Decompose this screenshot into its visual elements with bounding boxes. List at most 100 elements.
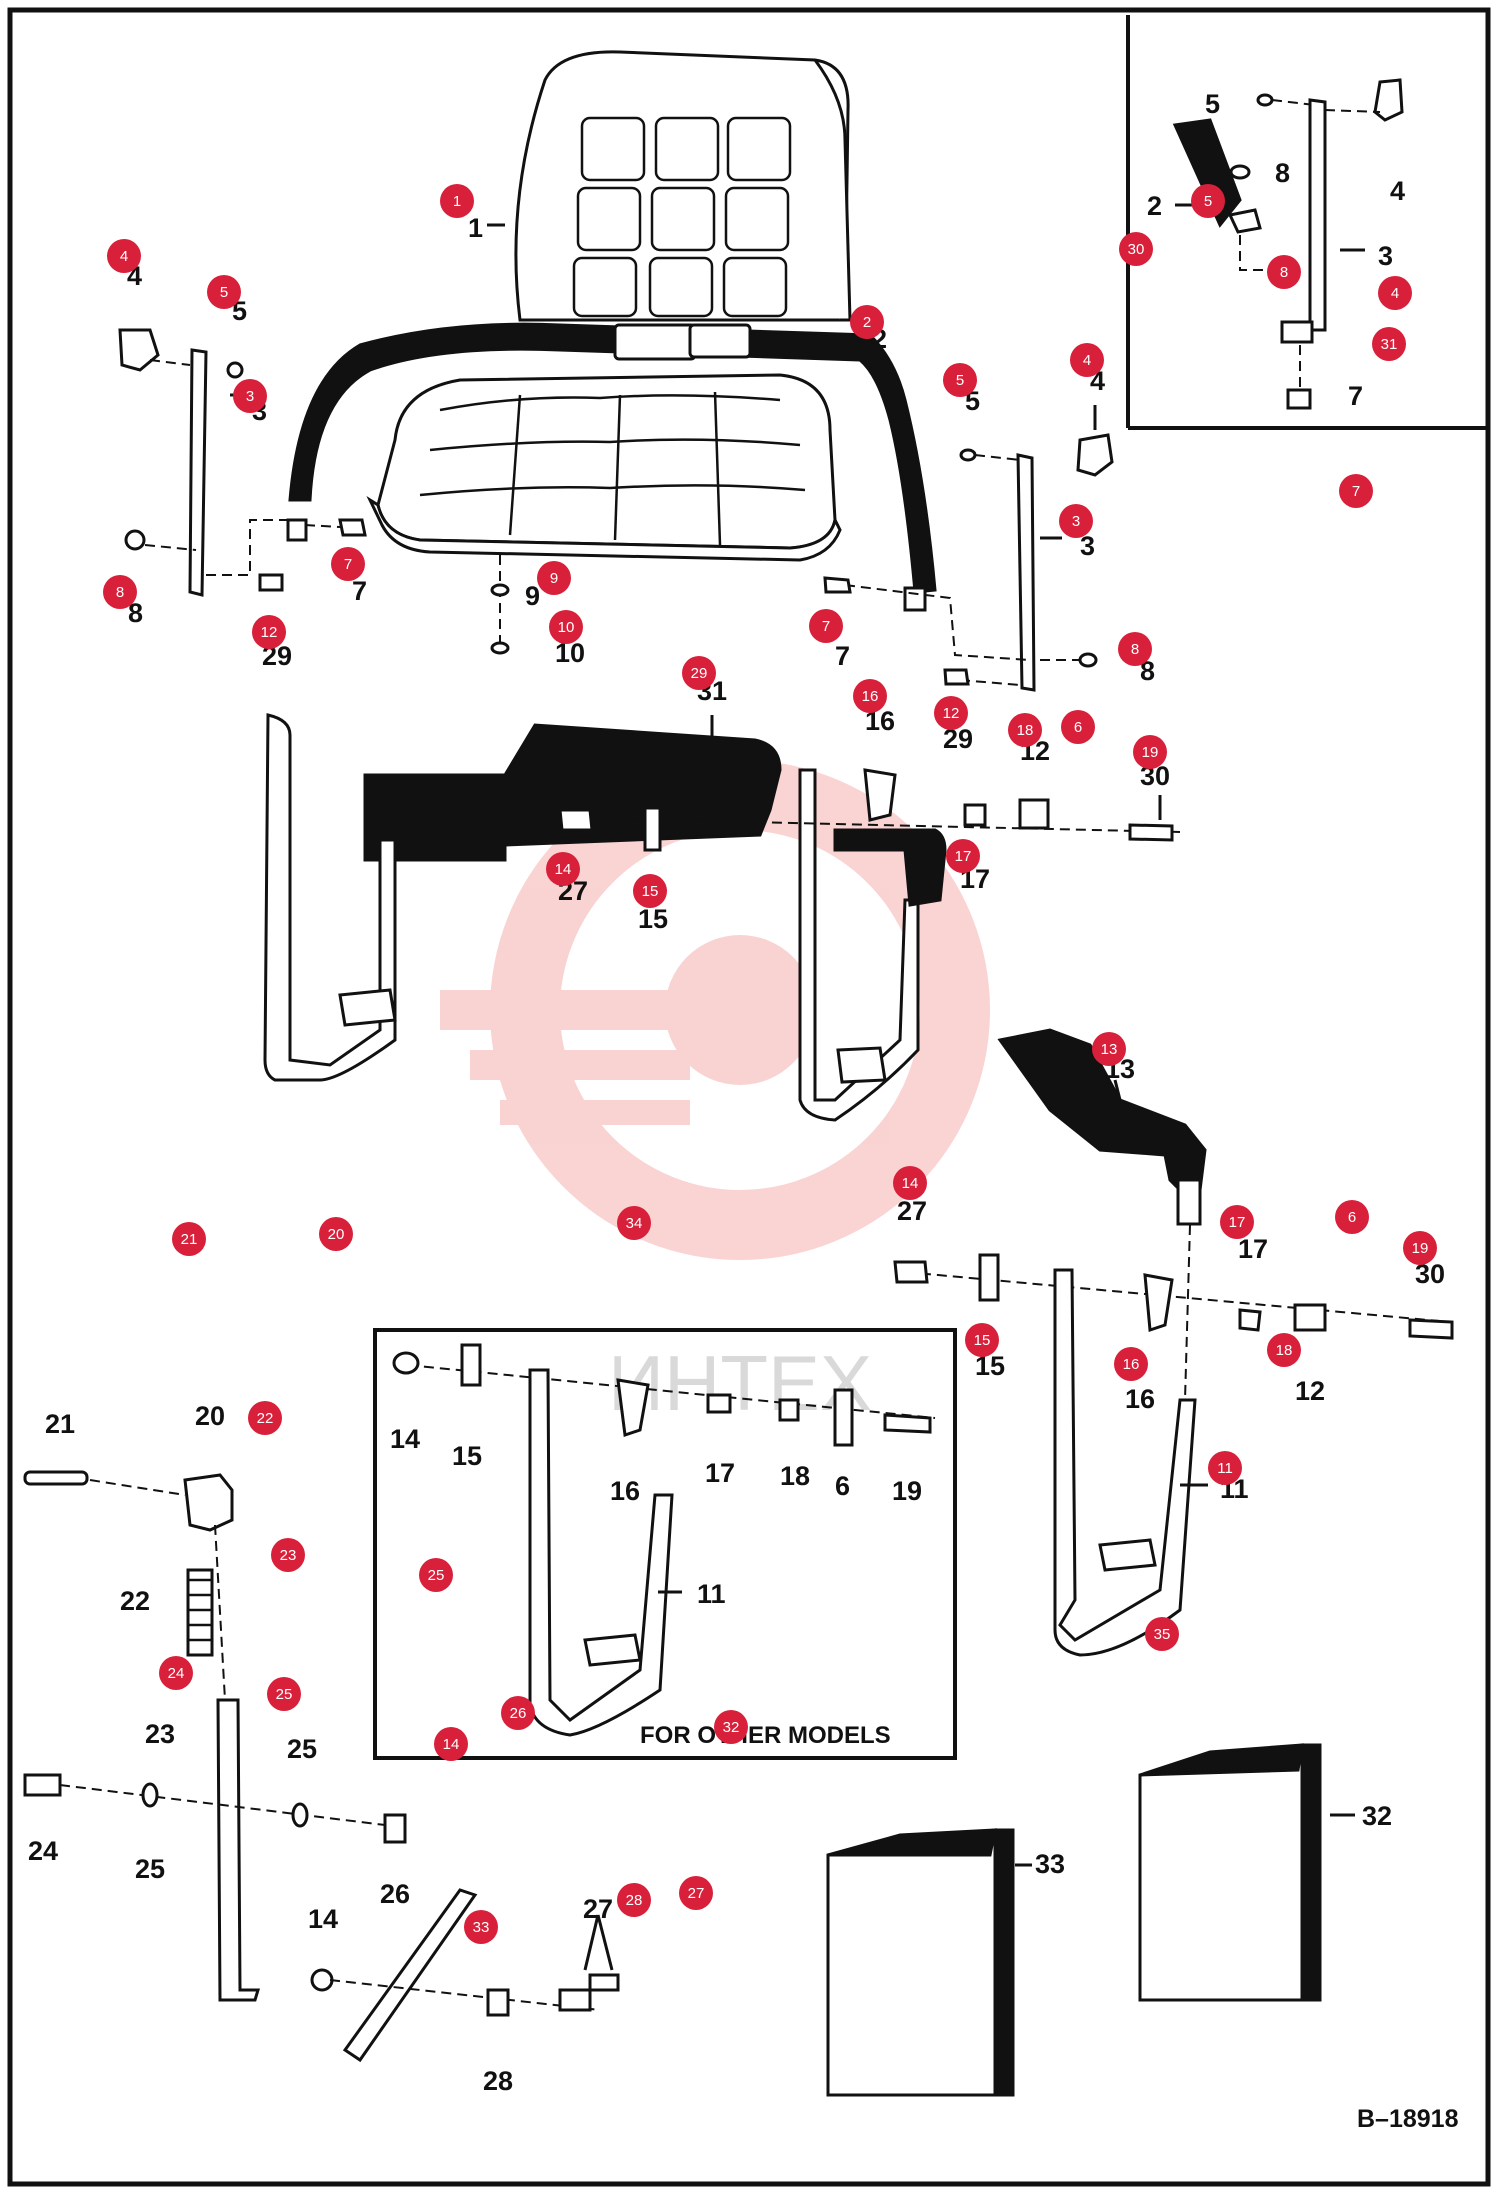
part-label: 18 [780,1461,810,1491]
callout-marker: 11 [1208,1451,1242,1485]
callout-marker: 25 [267,1677,301,1711]
seat-bar-lower [893,1028,1454,1657]
svg-text:6: 6 [1074,719,1082,736]
part-label: 9 [525,581,540,611]
callout-marker: 7 [1339,474,1373,508]
part-label: 15 [638,904,668,934]
svg-text:12: 12 [943,705,960,722]
callout-marker: 17 [946,839,980,873]
part-label: 7 [352,576,367,606]
watermark-text: ИНТЕХ [608,1339,872,1427]
drawing-code: B–18918 [1357,2105,1459,2133]
svg-text:7: 7 [822,618,830,635]
svg-text:1: 1 [453,193,461,210]
callout-marker: 31 [1372,327,1406,361]
part-label: 26 [380,1879,410,1909]
part-label: 17 [1238,1234,1268,1264]
part-label: 32 [1362,1801,1392,1831]
svg-text:4: 4 [1391,285,1399,302]
part-label: 1 [468,213,483,243]
svg-text:6: 6 [1348,1209,1356,1226]
svg-text:19: 19 [1142,744,1159,761]
part-label: 3 [1080,531,1095,561]
part-label: 16 [1125,1384,1155,1414]
svg-text:8: 8 [1131,641,1139,658]
lower-left-hardware [23,1470,620,2063]
svg-text:20: 20 [328,1226,345,1243]
svg-text:13: 13 [1101,1041,1118,1058]
svg-text:3: 3 [1072,513,1080,530]
watermark-logo [440,760,990,1260]
svg-text:5: 5 [1204,193,1212,210]
callout-marker: 19 [1403,1231,1437,1265]
svg-text:16: 16 [1123,1356,1140,1373]
svg-text:16: 16 [862,688,879,705]
part-label: 14 [390,1424,420,1454]
svg-text:18: 18 [1276,1342,1293,1359]
part-label: 7 [1348,381,1363,411]
part-label: 23 [145,1719,175,1749]
svg-text:10: 10 [558,619,575,636]
callout-marker: 13 [1092,1032,1126,1066]
callout-marker: 14 [546,852,580,886]
part-label: 21 [45,1409,75,1439]
callout-marker: 21 [172,1222,206,1256]
callout-marker: 7 [331,547,365,581]
callout-marker: 18 [1008,713,1042,747]
callout-marker: 4 [1070,343,1104,377]
svg-text:17: 17 [955,848,972,865]
svg-text:8: 8 [1280,264,1288,281]
callout-marker: 7 [809,609,843,643]
callout-marker: 17 [1220,1205,1254,1239]
svg-text:28: 28 [626,1892,643,1909]
part-label: 20 [195,1401,225,1431]
svg-text:17: 17 [1229,1214,1246,1231]
part-label: 3 [1378,241,1393,271]
callout-marker: 26 [501,1696,535,1730]
left-seat-bracket [118,328,367,597]
callout-marker: 14 [893,1166,927,1200]
inset-top-right [1126,15,1488,430]
callout-marker: 24 [159,1656,193,1690]
svg-text:35: 35 [1154,1626,1171,1643]
part-label: 5 [1205,89,1220,119]
svg-text:9: 9 [550,570,558,587]
part-label: 19 [892,1476,922,1506]
svg-text:7: 7 [1352,483,1360,500]
part-label: 24 [28,1836,58,1866]
svg-text:12: 12 [261,624,278,641]
svg-text:29: 29 [691,665,708,682]
part-label: 6 [835,1471,850,1501]
svg-text:3: 3 [246,388,254,405]
callout-marker: 27 [679,1876,713,1910]
part-label: 25 [135,1854,165,1884]
inset-note: FOR OTHER MODELS [640,1722,891,1749]
callout-marker: 15 [633,874,667,908]
part-label: 25 [287,1734,317,1764]
callout-marker: 35 [1145,1617,1179,1651]
svg-text:31: 31 [1381,336,1398,353]
part-label: 4 [1390,176,1405,206]
callout-marker: 4 [1378,276,1412,310]
part-label: 2 [1147,191,1162,221]
svg-text:5: 5 [956,372,964,389]
callout-marker: 8 [1267,255,1301,289]
svg-text:15: 15 [974,1332,991,1349]
right-seat-bracket [823,433,1114,692]
svg-text:34: 34 [626,1215,643,1232]
part-label: 7 [835,641,850,671]
svg-text:14: 14 [443,1736,460,1753]
part-label: 16 [610,1476,640,1506]
seat-assembly [286,50,937,612]
part-label: 28 [483,2066,513,2096]
callout-marker: 8 [1118,632,1152,666]
callout-marker: 3 [233,379,267,413]
callout-marker: 18 [1267,1333,1301,1367]
svg-text:19: 19 [1412,1240,1429,1257]
callout-marker: 29 [682,656,716,690]
svg-text:21: 21 [181,1231,198,1248]
svg-text:25: 25 [428,1567,445,1584]
svg-text:25: 25 [276,1686,293,1703]
svg-text:32: 32 [723,1719,740,1736]
svg-text:4: 4 [120,248,128,265]
